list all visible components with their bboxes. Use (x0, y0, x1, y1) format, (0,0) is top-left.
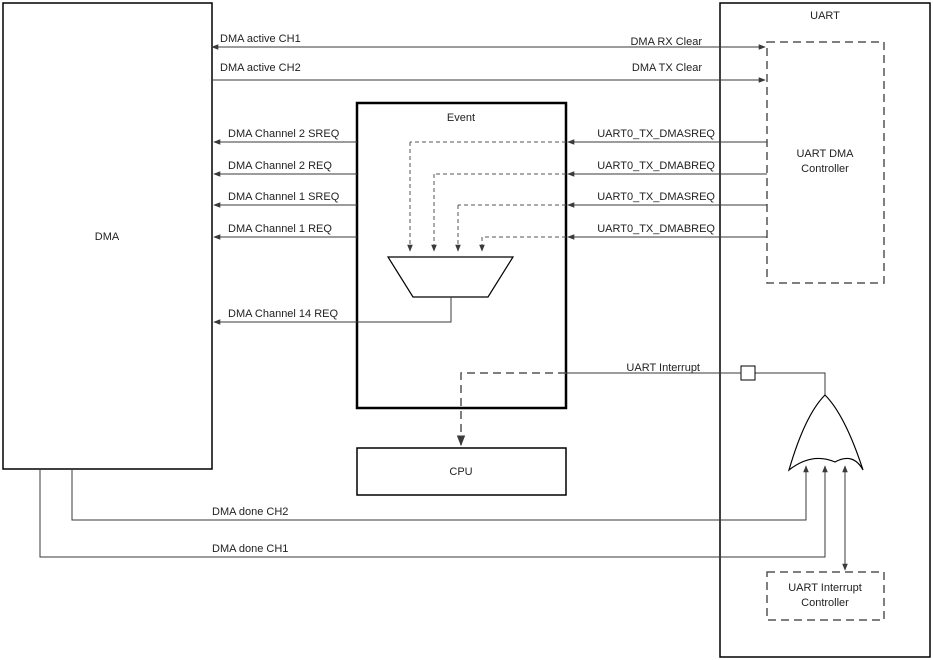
uart-dma-controller: UART DMA Controller (766, 41, 885, 284)
event-label: Event (447, 112, 475, 124)
uart-dma-controller-label-1: UART DMA (796, 148, 854, 160)
dma-done-ch2-line: DMA done CH2 (71, 465, 809, 521)
dma-done-ch1-label: DMA done CH1 (212, 543, 288, 555)
uart-interrupt-label: UART Interrupt (626, 362, 700, 374)
dma-active-ch2-label: DMA active CH2 (220, 62, 301, 74)
uart-src-4-label: UART0_TX_DMABREQ (597, 223, 715, 235)
uart-interrupt-controller-label-1: UART Interrupt (788, 582, 862, 594)
interrupt-connector-square (740, 365, 756, 381)
dma-done-ch2-label: DMA done CH2 (212, 506, 288, 518)
dma-ch14-req-line: DMA Channel 14 REQ (213, 297, 452, 325)
dma-rx-clear-label: DMA RX Clear (630, 36, 702, 48)
dma-label: DMA (95, 231, 120, 243)
dma-done-ch1-line: DMA done CH1 (39, 465, 828, 558)
uart-interrupt-controller: UART Interrupt Controller (766, 571, 885, 621)
dma-active-ch1-line: DMA active CH1 DMA RX Clear (211, 33, 766, 50)
uart-dma-controller-label-2: Controller (801, 163, 849, 175)
ch2-req-label: DMA Channel 2 REQ (228, 160, 332, 172)
dma-tx-clear-label: DMA TX Clear (632, 62, 702, 74)
or-gate (787, 394, 864, 472)
cpu-label: CPU (449, 466, 472, 478)
uart-src-2-label: UART0_TX_DMABREQ (597, 160, 715, 172)
dma-active-ch1-label: DMA active CH1 (220, 33, 301, 45)
request-lines: DMA Channel 2 SREQ UART0_TX_DMASREQ DMA … (213, 128, 767, 252)
uart-src-1-label: UART0_TX_DMASREQ (597, 128, 715, 140)
ch2-sreq-label: DMA Channel 2 SREQ (228, 128, 340, 140)
ch14-req-label: DMA Channel 14 REQ (228, 308, 338, 320)
ch1-sreq-label: DMA Channel 1 SREQ (228, 191, 340, 203)
event-block: Event (355, 101, 568, 410)
uart-block: UART (719, 2, 931, 658)
uart-interrupt-controller-label-2: Controller (801, 597, 849, 609)
uart-interrupt-line: UART Interrupt (456, 362, 826, 447)
ch1-req-label: DMA Channel 1 REQ (228, 223, 332, 235)
cpu-block: CPU (356, 447, 567, 496)
dma-block: DMA (2, 2, 213, 470)
uart-label: UART (810, 10, 840, 22)
uart-src-3-label: UART0_TX_DMASREQ (597, 191, 715, 203)
event-mux (386, 256, 515, 298)
dma-active-ch2-line: DMA active CH2 DMA TX Clear (212, 62, 766, 83)
